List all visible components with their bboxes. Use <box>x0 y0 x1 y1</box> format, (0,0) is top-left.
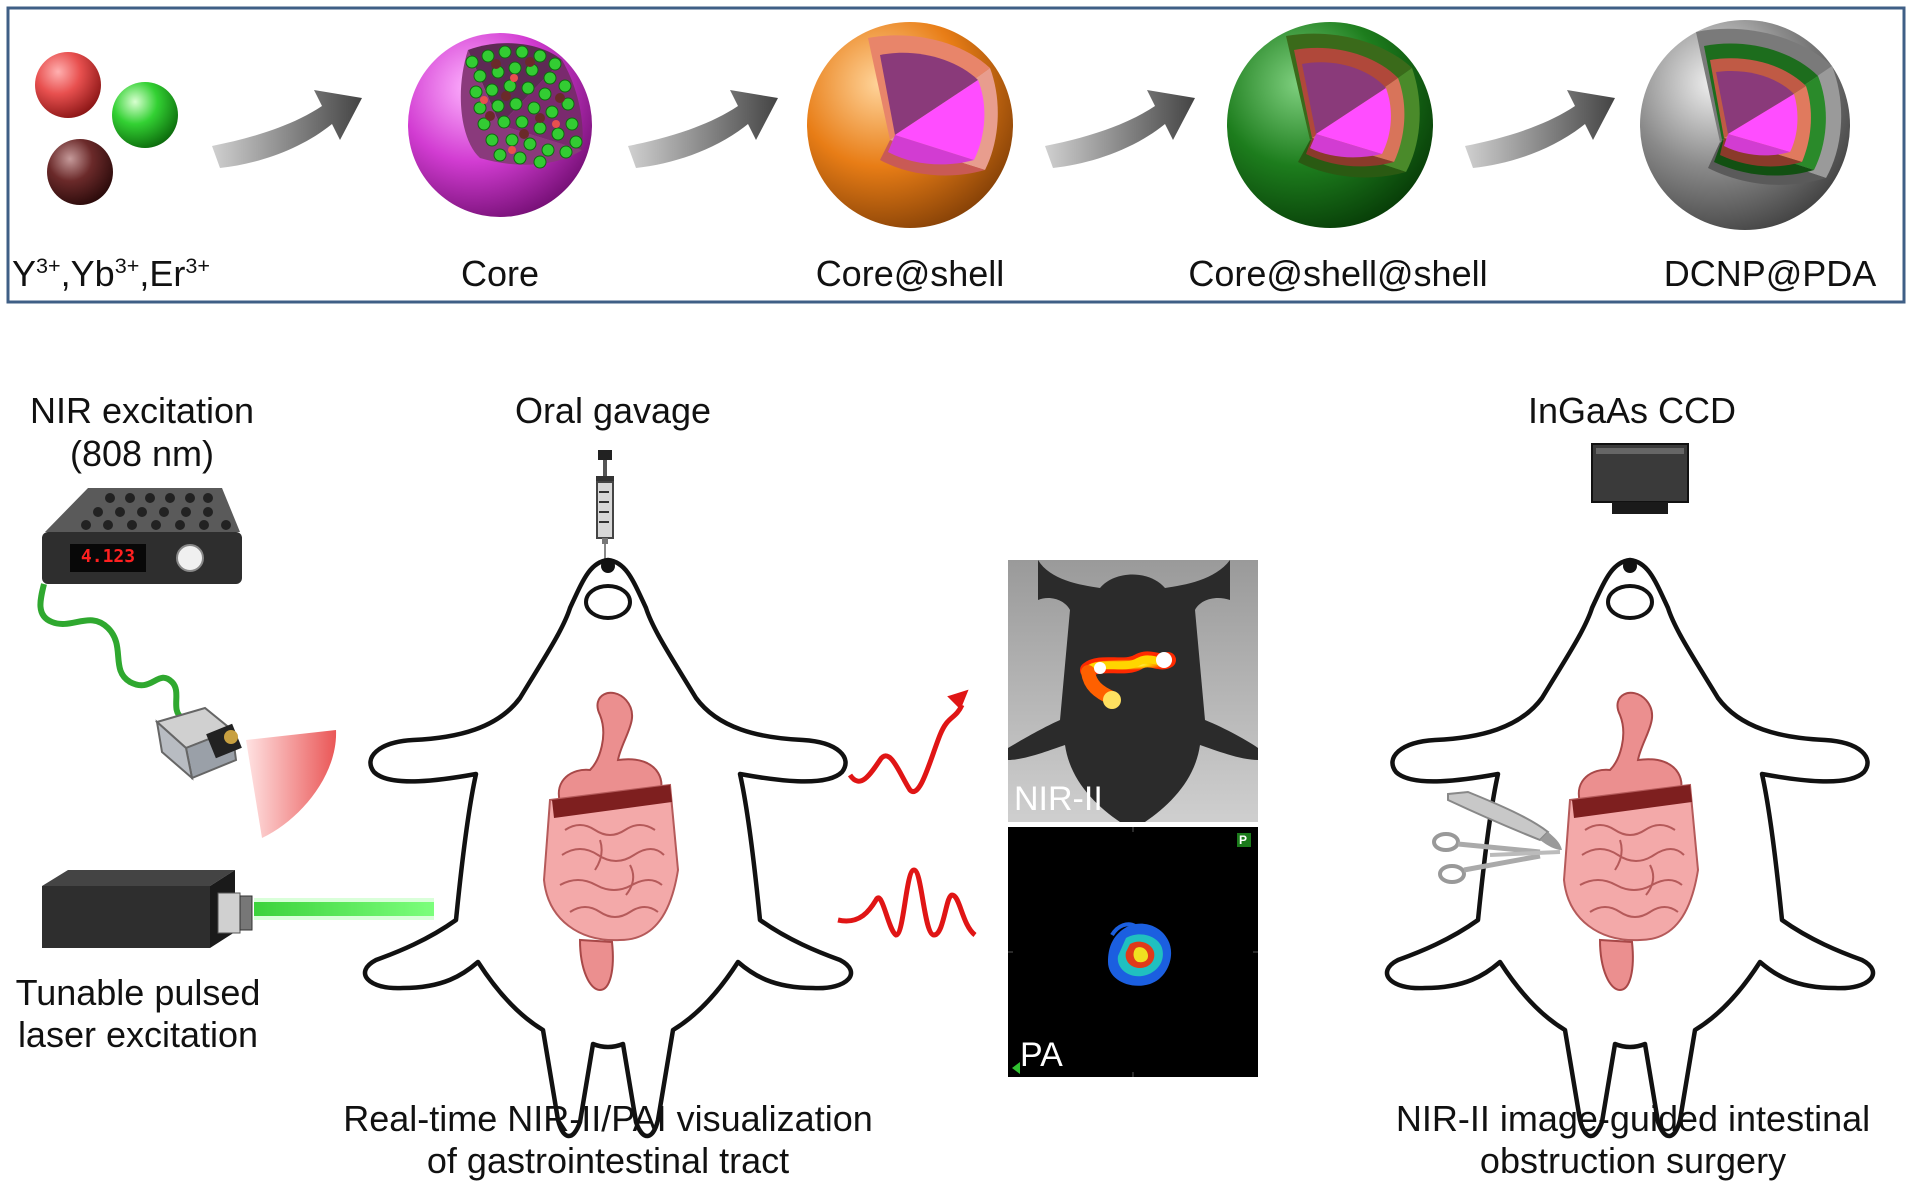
nir-ii-image-panel <box>1008 560 1258 822</box>
core-particle <box>408 33 592 217</box>
ions-label: Y3+,Yb3+,Er3+ <box>12 253 210 294</box>
core-shell-particle <box>807 22 1013 228</box>
excitation-cone <box>246 730 337 838</box>
stage-label-dcnp-pda: DCNP@PDA <box>1663 253 1877 294</box>
ccd-label: InGaAs CCD <box>1527 390 1737 431</box>
syringe-icon <box>596 450 614 560</box>
camera-icon <box>154 706 242 781</box>
laser-beam <box>254 902 434 916</box>
nir-ii-panel-label: NIR-II <box>1014 780 1103 818</box>
caption-right-line1: NIR-II image-guided intestinal <box>1395 1098 1871 1139</box>
er-ion-sphere <box>112 82 178 148</box>
yb-ion-sphere <box>47 139 113 205</box>
fiber-cable <box>37 583 185 721</box>
stage-label-core-shell-shell: Core@shell@shell <box>1188 253 1488 294</box>
stage-label-core: Core <box>460 253 540 294</box>
photoacoustic-wave <box>837 867 977 938</box>
pulsed-laser-icon <box>42 870 253 948</box>
caption-right-line2: obstruction surgery <box>1479 1140 1787 1181</box>
pa-panel-label: PA <box>1020 1036 1063 1074</box>
stage-label-core-shell: Core@shell <box>815 253 1005 294</box>
pa-badge: P <box>1239 833 1248 847</box>
oral-gavage-label: Oral gavage <box>514 390 712 431</box>
core-shell-shell-particle <box>1227 22 1433 228</box>
fluorescence-wave <box>847 703 965 795</box>
ccd-camera-icon <box>1591 443 1689 514</box>
pulsed-laser-label-line1: Tunable pulsed <box>15 972 261 1013</box>
nir-excitation-label-line1: NIR excitation <box>29 390 255 431</box>
dcnp-pda-particle <box>1640 20 1850 230</box>
scalpel-icon <box>1447 790 1562 850</box>
pulsed-laser-label-line2: laser excitation <box>17 1014 259 1055</box>
scissors-icon <box>1432 832 1561 884</box>
caption-left-line2: of gastrointestinal tract <box>426 1140 790 1181</box>
y-ion-sphere <box>35 52 101 118</box>
laser-device-icon <box>42 488 242 584</box>
caption-left-line1: Real-time NIR-II/PAI visualization <box>343 1098 873 1139</box>
nir-excitation-label-line2: (808 nm) <box>69 433 215 474</box>
pa-image-panel <box>1008 827 1258 1077</box>
laser-display-value: 4.123 <box>80 546 136 567</box>
